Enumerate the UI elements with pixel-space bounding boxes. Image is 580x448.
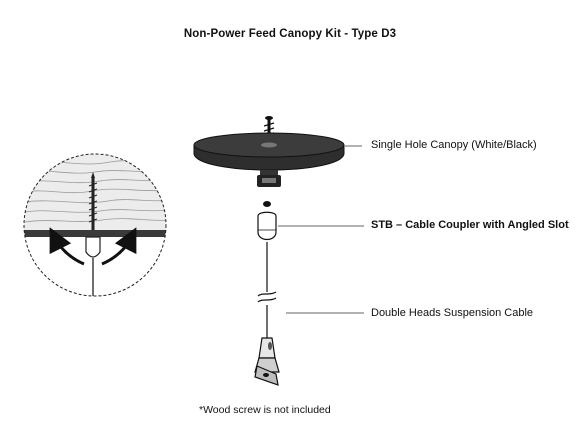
rotation-arrows-icon: [49, 227, 137, 266]
canopy-icon: [193, 116, 345, 187]
coupler-label: STB – Cable Coupler with Angled Slot: [371, 219, 569, 231]
canopy-label: Single Hole Canopy (White/Black): [371, 139, 537, 151]
suspension-cable-icon: [257, 242, 277, 338]
cable-label: Double Heads Suspension Cable: [371, 307, 534, 319]
cable-end-fitting-icon: [254, 337, 280, 386]
cable-coupler-icon: [257, 201, 277, 241]
ceiling-mount-detail-icon: [23, 153, 167, 297]
footnote: *Wood screw is not included: [199, 404, 331, 416]
diagram-title: Non-Power Feed Canopy Kit - Type D3: [183, 28, 397, 40]
leader-lines: [278, 145, 364, 314]
detail-screw-icon: [88, 172, 98, 232]
